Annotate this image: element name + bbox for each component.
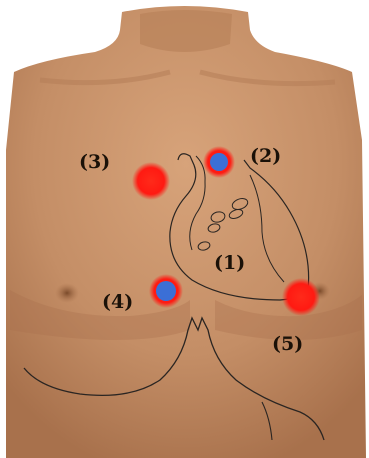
nipple-left xyxy=(55,283,79,303)
label-2: (2) xyxy=(250,147,281,166)
label-5: (5) xyxy=(272,335,303,354)
electrode-4 xyxy=(149,274,183,308)
neck-shadow xyxy=(140,10,232,52)
electrode-3 xyxy=(132,162,170,200)
label-4: (4) xyxy=(102,293,133,312)
electrode-5 xyxy=(282,278,320,316)
electrode-2 xyxy=(203,146,235,178)
label-1: (1) xyxy=(214,254,245,273)
label-3: (3) xyxy=(79,153,110,172)
